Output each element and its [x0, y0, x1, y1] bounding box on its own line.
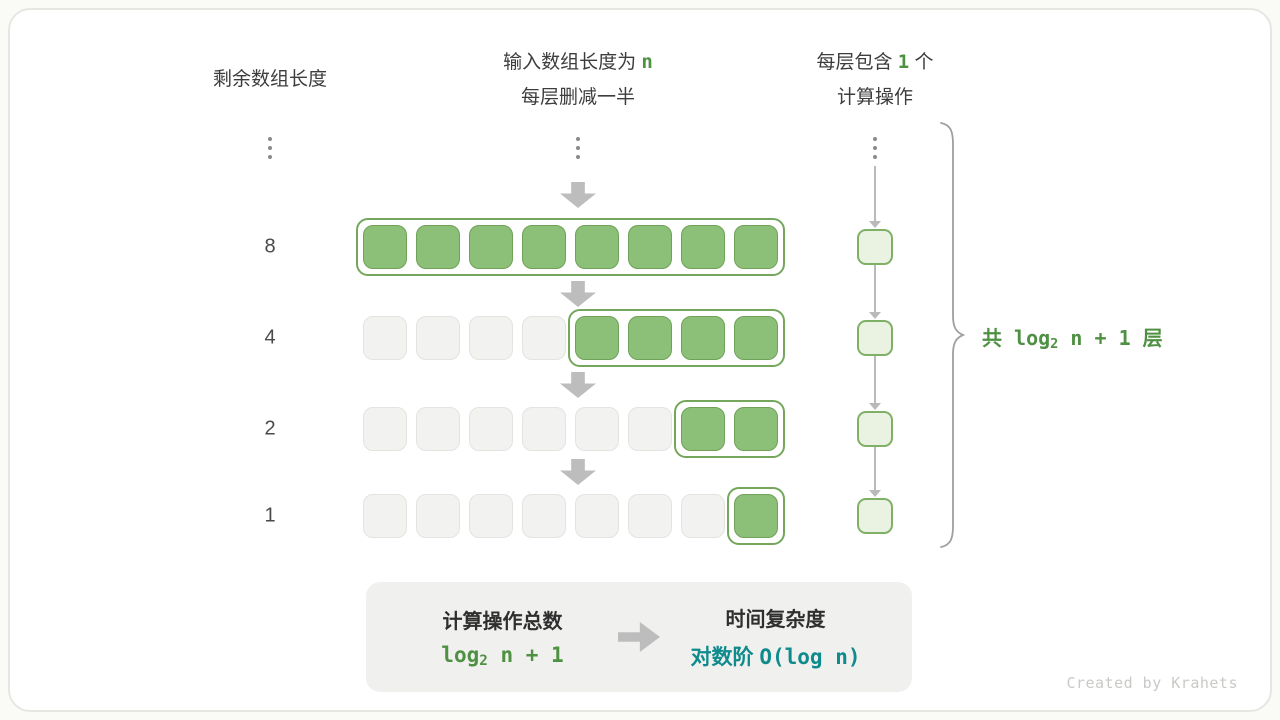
array-cell-inactive — [416, 316, 460, 360]
active-subarray-outline — [356, 218, 785, 276]
header-ops-per-layer-suffix: 个 — [909, 52, 934, 73]
array-cell-active — [681, 316, 725, 360]
connector-line — [874, 265, 876, 313]
header-compute-operation: 计算操作 — [836, 87, 914, 108]
dot-icon — [873, 137, 877, 141]
layer-count-label: 共 log2 n + 1 层 — [982, 322, 1163, 352]
complexity-column: 时间复杂度 对数阶 O(log n) — [639, 603, 912, 671]
connector-line — [874, 447, 876, 491]
watermark: Created by Krahets — [1066, 674, 1238, 692]
array-cell-active — [734, 494, 778, 538]
dot-icon — [873, 155, 877, 159]
header-input-length: 输入数组长度为 n — [503, 47, 653, 74]
dot-icon — [873, 146, 877, 150]
operation-cell — [857, 411, 893, 447]
array-cell-active — [575, 225, 619, 269]
array-cell-inactive — [469, 494, 513, 538]
down-arrow-icon — [560, 281, 596, 307]
ops-total-title: 计算操作总数 — [442, 610, 563, 633]
array-cell-inactive — [628, 494, 672, 538]
array-cell-active — [575, 316, 619, 360]
ellipsis-dots-right — [873, 137, 877, 159]
row-label: 2 — [264, 417, 276, 440]
array-cell-active — [681, 407, 725, 451]
array-cell-inactive — [681, 494, 725, 538]
array-cell-active — [734, 225, 778, 269]
array-cell-active — [628, 316, 672, 360]
header-input-length-text: 输入数组长度为 — [503, 52, 642, 73]
dot-icon — [576, 137, 580, 141]
active-subarray-outline — [674, 400, 785, 458]
ellipsis-dots-middle — [576, 137, 580, 159]
complexity-big-o: O(log n) — [759, 645, 861, 669]
down-arrow-icon — [560, 459, 596, 485]
layer-count-subscript: 2 — [1050, 335, 1059, 352]
dot-icon — [576, 155, 580, 159]
array-cell-active — [469, 225, 513, 269]
array-cell-inactive — [575, 494, 619, 538]
array-cell-inactive — [469, 407, 513, 451]
array-cell-inactive — [575, 407, 619, 451]
ops-total-column: 计算操作总数 log2 n + 1 — [366, 605, 639, 669]
array-cell-active — [681, 225, 725, 269]
dot-icon — [268, 155, 272, 159]
down-arrow-icon — [560, 182, 596, 208]
header-ops-per-layer-text: 每层包含 — [816, 52, 898, 73]
array-cell-inactive — [416, 494, 460, 538]
ops-total-formula: log2 n + 1 — [441, 643, 563, 669]
ops-formula-suffix: n + 1 — [487, 642, 564, 667]
header-halve-each-layer: 每层删减一半 — [520, 87, 636, 108]
connector-line — [874, 166, 876, 222]
ellipsis-dots-left — [268, 137, 272, 159]
array-cell-active — [363, 225, 407, 269]
layer-count-prefix: 共 log — [982, 326, 1051, 350]
complexity-title: 时间复杂度 — [725, 609, 826, 631]
connector-arrowhead-icon — [869, 312, 881, 319]
brace-icon — [940, 122, 966, 548]
operation-cell — [857, 229, 893, 265]
operation-cell — [857, 498, 893, 534]
dot-icon — [576, 146, 580, 150]
array-cell-active — [734, 407, 778, 451]
connector-arrowhead-icon — [869, 221, 881, 228]
header-remaining-length: 剩余数组长度 — [212, 69, 328, 90]
array-cell-inactive — [469, 316, 513, 360]
array-cell-active — [522, 225, 566, 269]
ops-formula-subscript: 2 — [479, 653, 488, 670]
connector-line — [874, 356, 876, 404]
array-cell-active — [628, 225, 672, 269]
ops-formula-prefix: log — [441, 642, 480, 667]
dot-icon — [268, 137, 272, 141]
layer-count-suffix: n + 1 层 — [1058, 326, 1163, 350]
complexity-prefix: 对数阶 — [690, 646, 760, 669]
array-cell-active — [734, 316, 778, 360]
connector-arrowhead-icon — [869, 403, 881, 410]
array-cell-inactive — [522, 494, 566, 538]
n-highlight: n — [641, 51, 653, 73]
row-label: 1 — [264, 504, 276, 527]
row-label: 4 — [264, 326, 276, 349]
down-arrow-icon — [560, 372, 596, 398]
complexity-formula: 对数阶 O(log n) — [691, 641, 861, 671]
array-cell-active — [416, 225, 460, 269]
active-subarray-outline — [568, 309, 785, 367]
dot-icon — [268, 146, 272, 150]
array-cell-inactive — [363, 494, 407, 538]
array-cell-inactive — [416, 407, 460, 451]
array-cell-inactive — [363, 407, 407, 451]
one-highlight: 1 — [897, 51, 910, 73]
array-cell-inactive — [522, 407, 566, 451]
connector-arrowhead-icon — [869, 490, 881, 497]
array-cell-inactive — [363, 316, 407, 360]
array-cell-inactive — [522, 316, 566, 360]
active-subarray-outline — [727, 487, 785, 545]
array-cell-inactive — [628, 407, 672, 451]
header-ops-per-layer: 每层包含 1 个 — [816, 47, 933, 74]
row-label: 8 — [264, 235, 276, 258]
operation-cell — [857, 320, 893, 356]
summary-box: 计算操作总数 log2 n + 1 时间复杂度 对数阶 O(log n) — [366, 582, 912, 692]
